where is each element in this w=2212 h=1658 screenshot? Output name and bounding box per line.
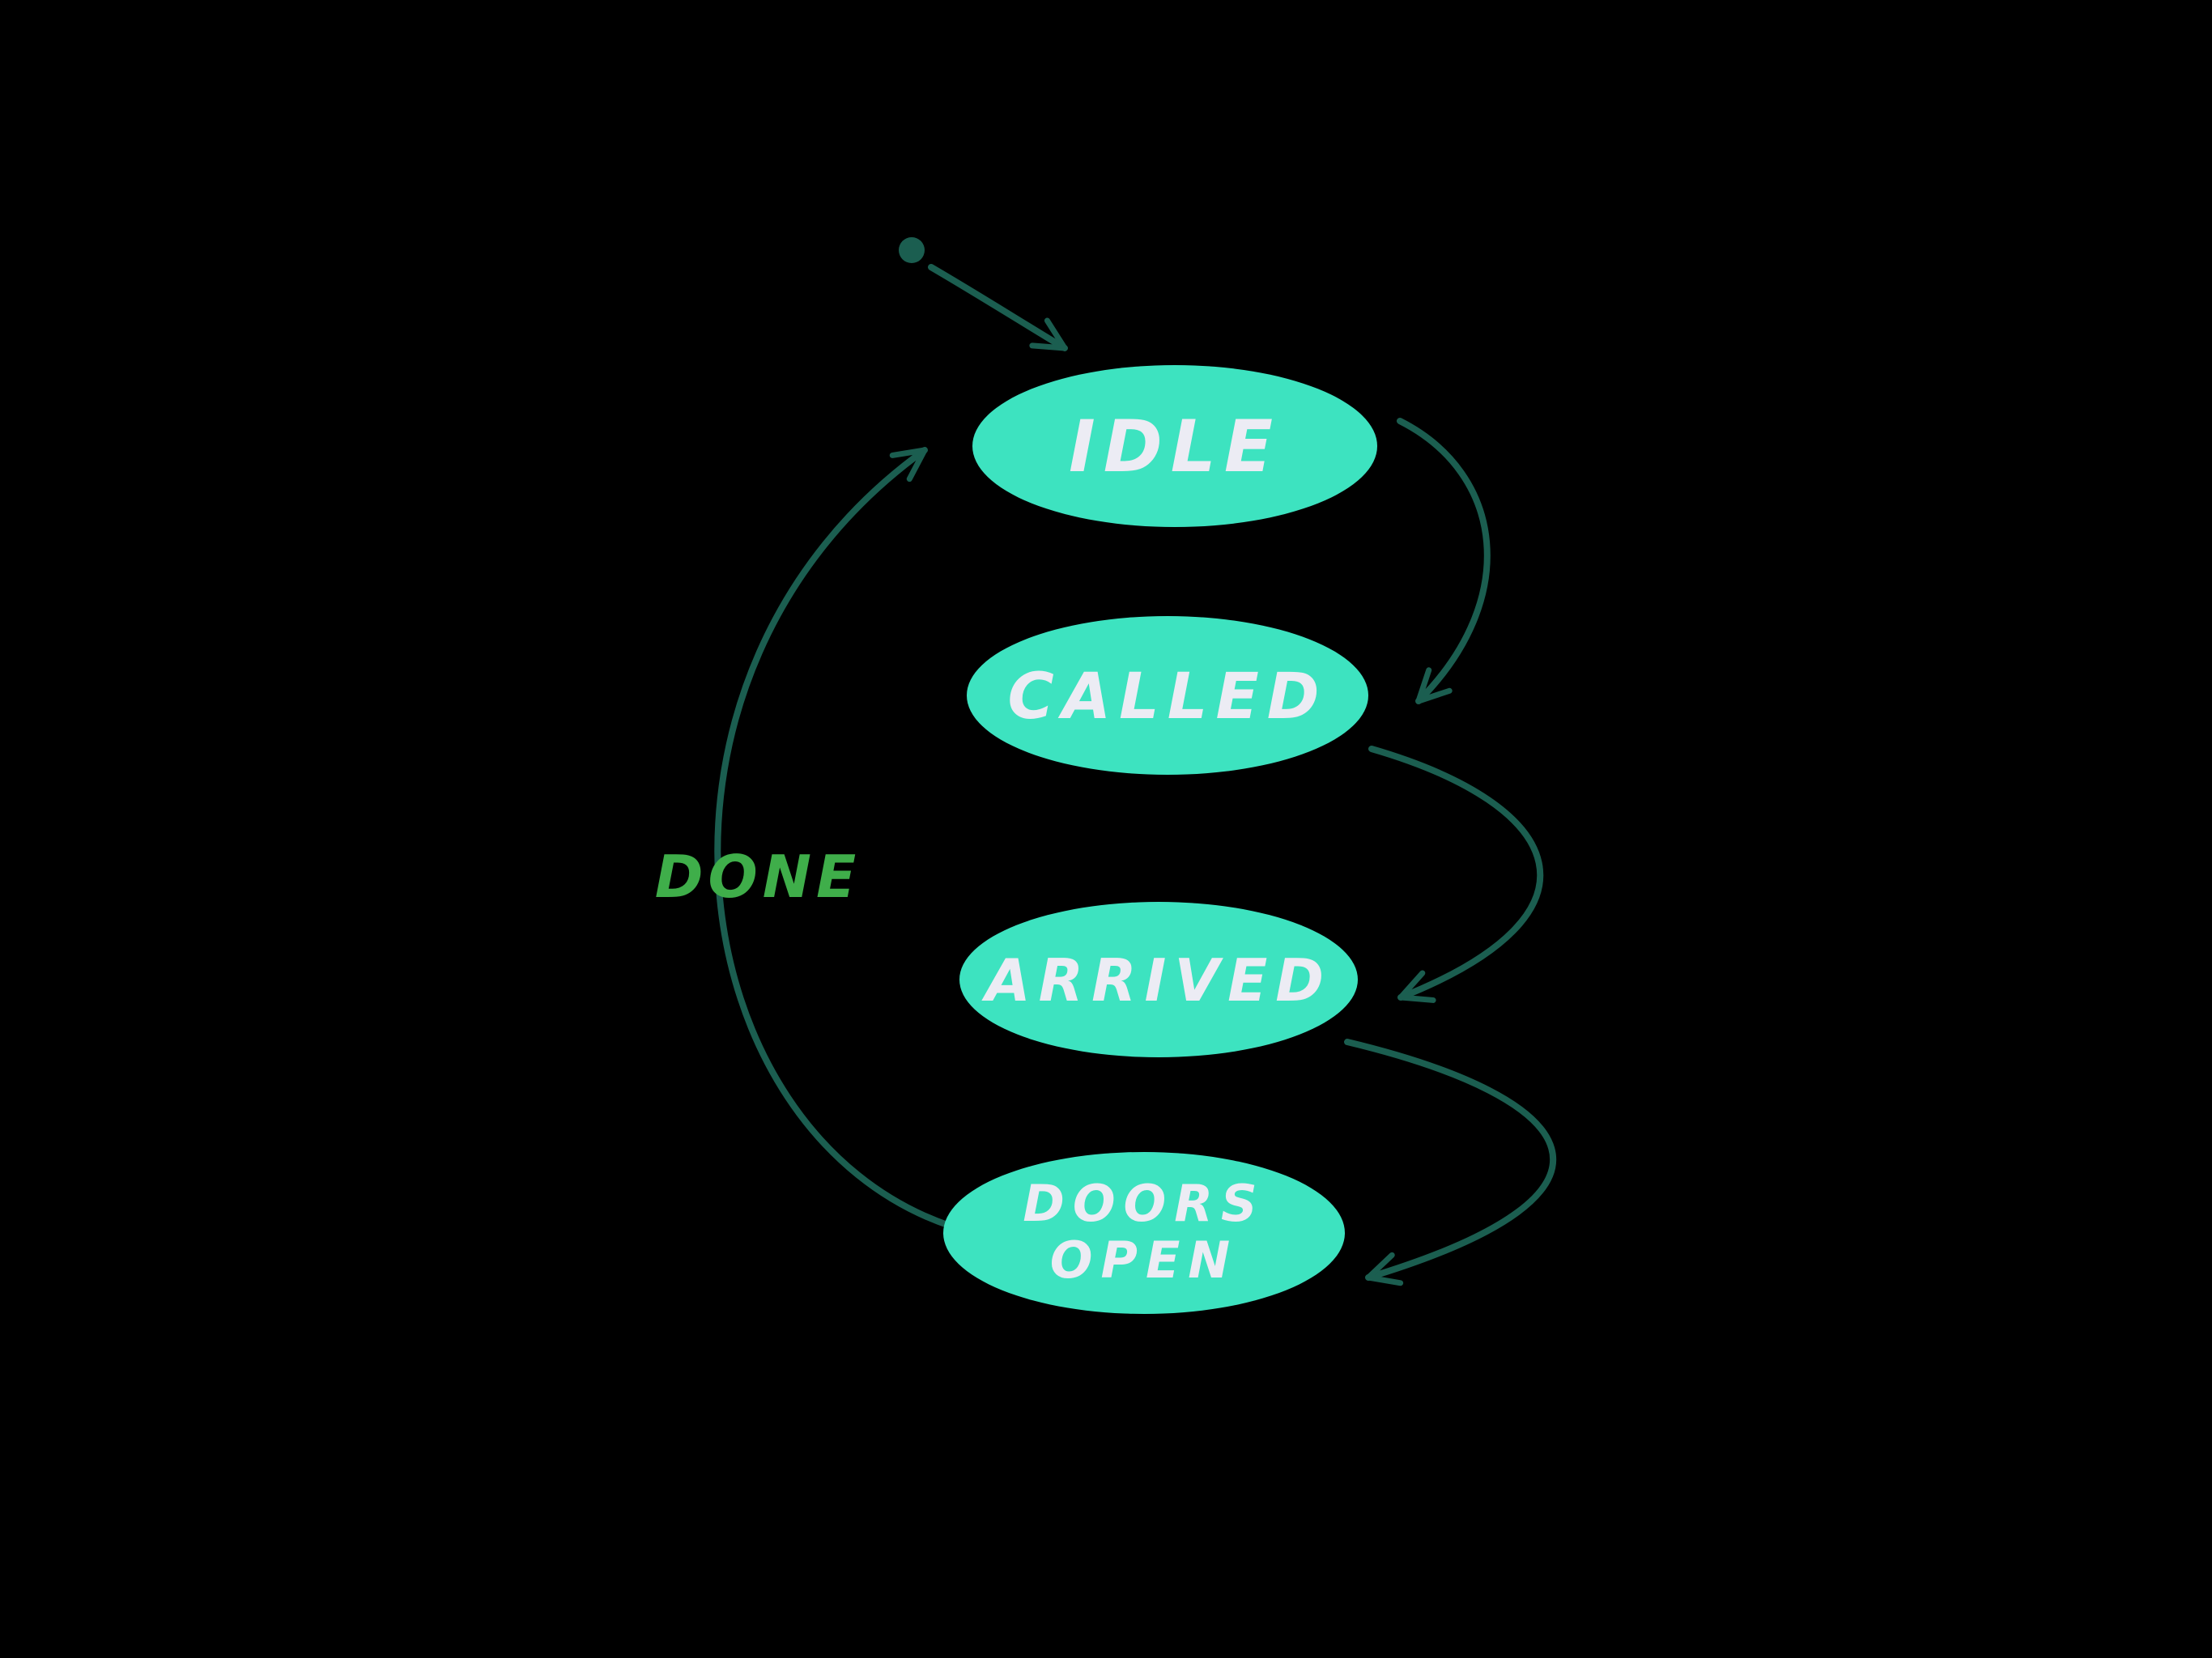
state-node-idle-shape: [972, 365, 1377, 527]
state-node-doors-open-label-line1: DOORS: [1023, 1174, 1265, 1233]
state-node-idle: IDLE: [972, 365, 1377, 527]
state-node-called-shape: [967, 616, 1368, 775]
transition-arrow-called-arrived: [1368, 746, 1544, 1003]
state-node-arrived-label: ARRIVED: [981, 946, 1332, 1014]
state-node-called: CALLED: [967, 616, 1368, 775]
state-node-arrived: ARRIVED: [959, 902, 1358, 1057]
initial-state-dot: [899, 237, 925, 263]
transition-arrow-start-idle: [928, 264, 1068, 351]
state-node-doors-open-shape: [943, 1152, 1345, 1314]
edge-label-done: DONE: [655, 843, 861, 911]
state-node-arrived-shape: [959, 902, 1358, 1057]
transition-arrow-idle-called: [1397, 418, 1491, 704]
state-node-doors-open: DOORS OPEN: [943, 1152, 1345, 1314]
state-node-doors-open-label-line2: OPEN: [1050, 1231, 1238, 1290]
transition-arrow-arrived-doorsopen: [1344, 1039, 1557, 1286]
transition-arrow-doorsopen-idle: [714, 447, 953, 1229]
state-node-called-label: CALLED: [1007, 661, 1327, 733]
state-node-idle-label: IDLE: [1069, 405, 1281, 488]
